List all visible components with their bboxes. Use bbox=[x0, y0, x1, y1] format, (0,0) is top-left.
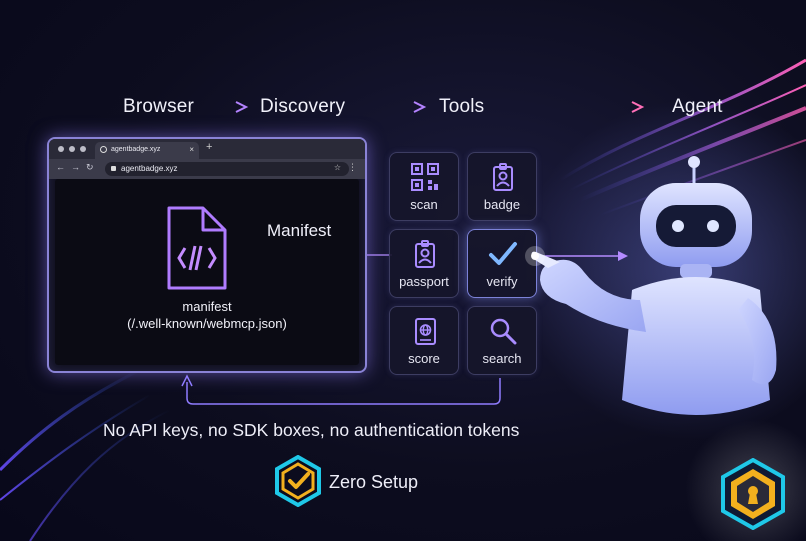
arrow-browser-discovery bbox=[211, 101, 249, 113]
flow-step-discovery: Discovery bbox=[260, 96, 346, 117]
no-keys-caption: No API keys, no SDK boxes, no authentica… bbox=[103, 420, 520, 440]
manifest-arrow-label: Manifest bbox=[267, 221, 332, 240]
tool-tile-scan[interactable]: scan bbox=[389, 152, 459, 221]
tool-tile-badge[interactable]: badge bbox=[467, 152, 537, 221]
globe-icon bbox=[100, 146, 107, 153]
window-maximize-dot[interactable] bbox=[80, 146, 86, 152]
manifest-file-path: (/.well-known/webmcp.json) bbox=[127, 316, 287, 331]
forward-arrow-icon[interactable]: → bbox=[71, 162, 80, 172]
new-tab-button[interactable]: + bbox=[206, 141, 213, 153]
tool-label-score: score bbox=[408, 351, 440, 366]
robot-torso bbox=[622, 277, 770, 415]
browser-menu-icon[interactable]: ⋮ bbox=[348, 162, 357, 172]
globe-book-icon bbox=[415, 318, 436, 345]
flow-step-agent: Agent bbox=[672, 96, 723, 117]
lock-icon bbox=[111, 166, 116, 171]
robot-visor bbox=[656, 205, 736, 247]
magnifier-icon bbox=[490, 318, 517, 345]
address-bar[interactable]: agentbadge.xyz ☆ bbox=[105, 162, 349, 176]
tool-label-search: search bbox=[482, 351, 522, 366]
zero-setup-hex-icon bbox=[275, 455, 321, 507]
tool-tile-score[interactable]: score bbox=[389, 306, 459, 375]
qr-code-icon bbox=[411, 163, 439, 191]
arrow-tools-agent bbox=[508, 101, 645, 113]
tool-tile-passport[interactable]: passport bbox=[389, 229, 459, 298]
id-badge-icon bbox=[493, 163, 513, 191]
browser-titlebar: agentbadge.xyz × + bbox=[49, 139, 365, 159]
robot-pointing-arm bbox=[540, 259, 646, 332]
bookmark-star-icon[interactable]: ☆ bbox=[333, 163, 341, 172]
flow-step-tools: Tools bbox=[439, 96, 485, 117]
arrow-discovery-tools bbox=[366, 101, 427, 113]
window-close-dot[interactable] bbox=[58, 146, 64, 152]
keyhole-badge-icon bbox=[721, 458, 785, 530]
tab-title: agentbadge.xyz bbox=[111, 146, 161, 153]
tool-label-scan: scan bbox=[410, 197, 438, 212]
tab-close-icon[interactable]: × bbox=[189, 145, 194, 154]
robot-antenna bbox=[688, 156, 700, 168]
passport-icon bbox=[415, 240, 435, 268]
checkmark-icon bbox=[489, 242, 517, 265]
browser-content: manifest (/.well-known/webmcp.json) bbox=[55, 179, 359, 365]
back-arrow-icon[interactable]: ← bbox=[56, 162, 65, 172]
manifest-file-name: manifest bbox=[182, 299, 232, 314]
tool-label-badge: badge bbox=[483, 197, 521, 212]
tool-label-passport: passport bbox=[399, 274, 449, 289]
window-minimize-dot[interactable] bbox=[69, 146, 75, 152]
reload-icon[interactable]: ↻ bbox=[86, 162, 94, 172]
robot-right-eye bbox=[707, 220, 719, 232]
tool-label-verify: verify bbox=[486, 274, 518, 289]
tool-tile-search[interactable]: search bbox=[467, 306, 537, 375]
flow-step-browser: Browser bbox=[123, 96, 195, 117]
tool-tile-verify[interactable]: verify bbox=[467, 229, 537, 298]
address-text: agentbadge.xyz bbox=[121, 164, 178, 173]
browser-window: agentbadge.xyz × + ← → ↻ agentbadge.xyz … bbox=[47, 137, 367, 373]
zero-setup-label: Zero Setup bbox=[329, 472, 419, 492]
robot-left-eye bbox=[672, 220, 684, 232]
browser-tab[interactable]: agentbadge.xyz × bbox=[95, 142, 199, 159]
browser-toolbar: ← → ↻ agentbadge.xyz ☆ ⋮ bbox=[49, 159, 365, 179]
code-file-icon bbox=[167, 206, 227, 290]
